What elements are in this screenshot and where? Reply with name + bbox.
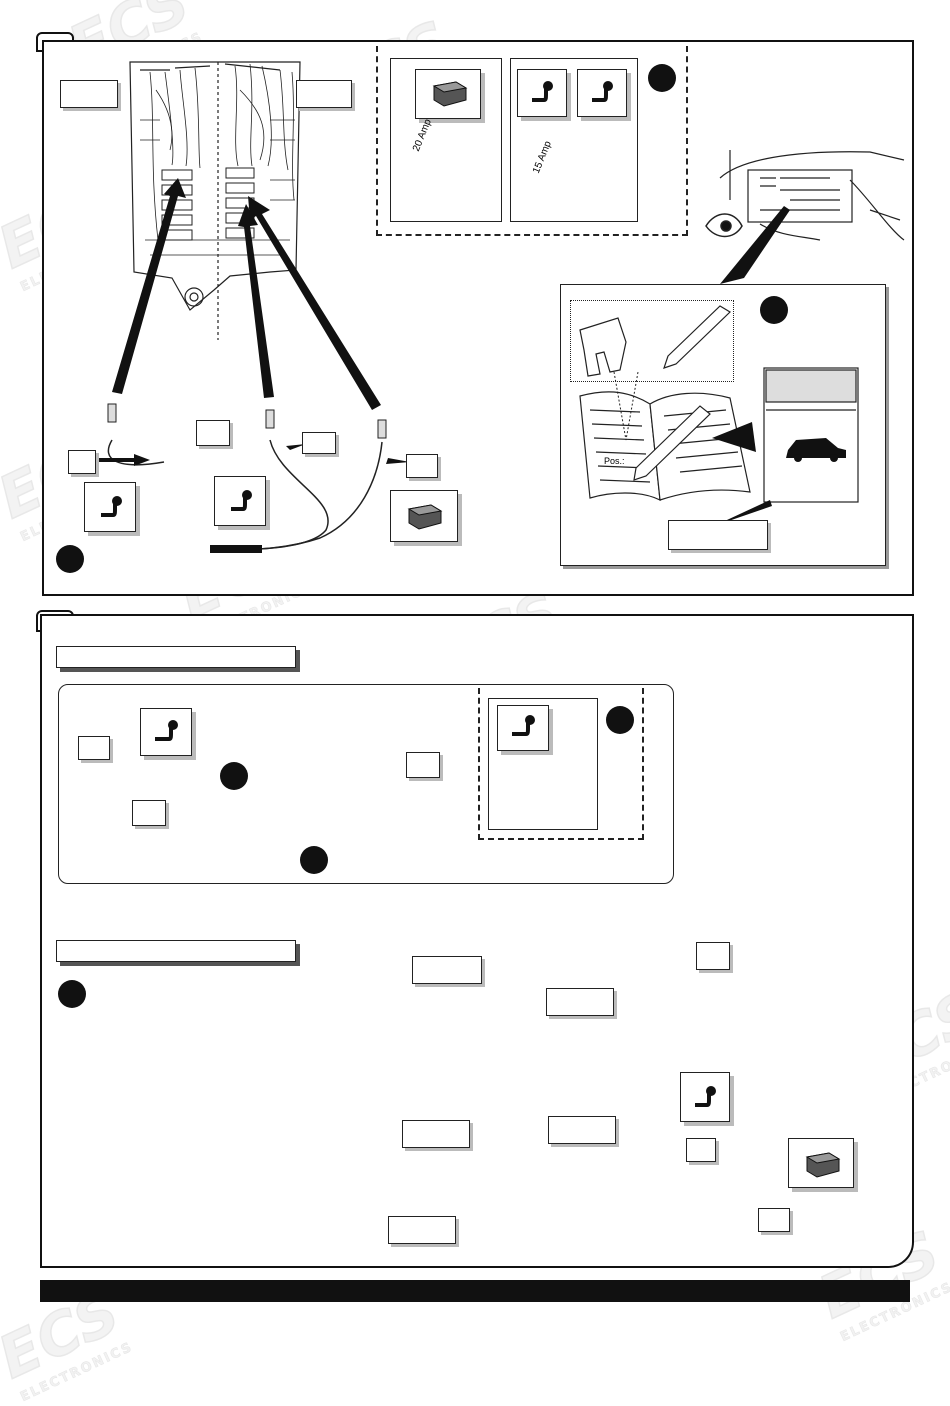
wire-hook-icon [512, 715, 535, 736]
label-box-top-left [60, 80, 118, 108]
label-box-lower-2 [546, 988, 614, 1016]
wire-hook-box-6 [497, 705, 549, 751]
label-box-lower-7 [686, 1138, 716, 1162]
wire-hook-icon [155, 720, 178, 741]
car-icon [786, 438, 846, 462]
fuse-option-20: 20 Amp [390, 58, 502, 222]
label-box-top-right [296, 80, 352, 108]
step-marker-2 [648, 64, 676, 92]
label-box-manual [668, 520, 768, 550]
wire-hook-box-1 [84, 482, 136, 532]
arrow-icon [112, 178, 381, 410]
fuse-options-frame [376, 46, 688, 236]
relay-module-icon [407, 504, 443, 530]
fuse-pen-frame [570, 300, 734, 382]
fuse-20-amp-label: 20 Amp [411, 117, 434, 154]
fuse-option-15: 15 Amp [510, 58, 638, 222]
label-box-wire-b [68, 450, 96, 474]
label-box-wire-c [302, 432, 336, 454]
fuse-option-bottom [488, 698, 598, 830]
pen-icon [633, 305, 731, 481]
wire-hook-box-5 [140, 708, 192, 756]
wire-hook-icon [101, 496, 122, 517]
wire-hook-box-3 [517, 69, 567, 117]
section-header-1 [56, 646, 296, 668]
fuse-box-icon [129, 61, 301, 340]
relay-module-box-1 [390, 490, 458, 542]
relay-module-icon [432, 81, 468, 107]
label-box-wire-d [406, 454, 438, 478]
manual-pos-label: Pos.: [604, 456, 625, 466]
relay-module-icon [805, 1152, 841, 1178]
fuse-box-location-drawing [719, 150, 905, 241]
fuse-15-amp-label: 15 Amp [531, 139, 554, 176]
label-box-bottom-b [132, 800, 166, 826]
fuse-option-frame-bottom [478, 688, 644, 840]
step-marker-3 [760, 296, 788, 324]
wire-hook-box-2 [214, 476, 266, 526]
label-box-lower-5 [388, 1216, 456, 1244]
step-marker-1 [56, 545, 84, 573]
wire-hook-icon [592, 81, 613, 102]
label-box-lower-3 [548, 1116, 616, 1144]
connector-process-frame [58, 684, 674, 884]
relay-module-box-3 [788, 1138, 854, 1188]
watermark-subtitle: ELECTRONICS [18, 1339, 136, 1405]
relay-module-box-2 [415, 69, 481, 119]
wire-hook-box-4 [577, 69, 627, 117]
label-box-bottom-a [78, 736, 110, 760]
step-marker-5 [300, 846, 328, 874]
eye-icon [705, 213, 743, 238]
manual-inset-panel [560, 284, 886, 566]
wire-hook-icon [695, 1086, 716, 1107]
label-box-lower-1 [412, 956, 482, 984]
connector-icon [107, 403, 387, 439]
label-box-lower-6 [696, 942, 730, 970]
wire-hook-icon [532, 81, 553, 102]
wire-hook-icon [231, 490, 252, 511]
step-marker-7 [58, 980, 86, 1008]
section-header-2 [56, 940, 296, 962]
fuse-icon [579, 317, 627, 377]
label-box-bottom-c [406, 752, 440, 778]
label-box-lower-4 [402, 1120, 470, 1148]
wire-hook-box-7 [680, 1072, 730, 1122]
label-box-lower-8 [758, 1208, 790, 1232]
footer-bar [40, 1280, 910, 1302]
step-marker-4 [220, 762, 248, 790]
step-marker-6 [606, 706, 634, 734]
label-box-wire-a [196, 420, 230, 446]
